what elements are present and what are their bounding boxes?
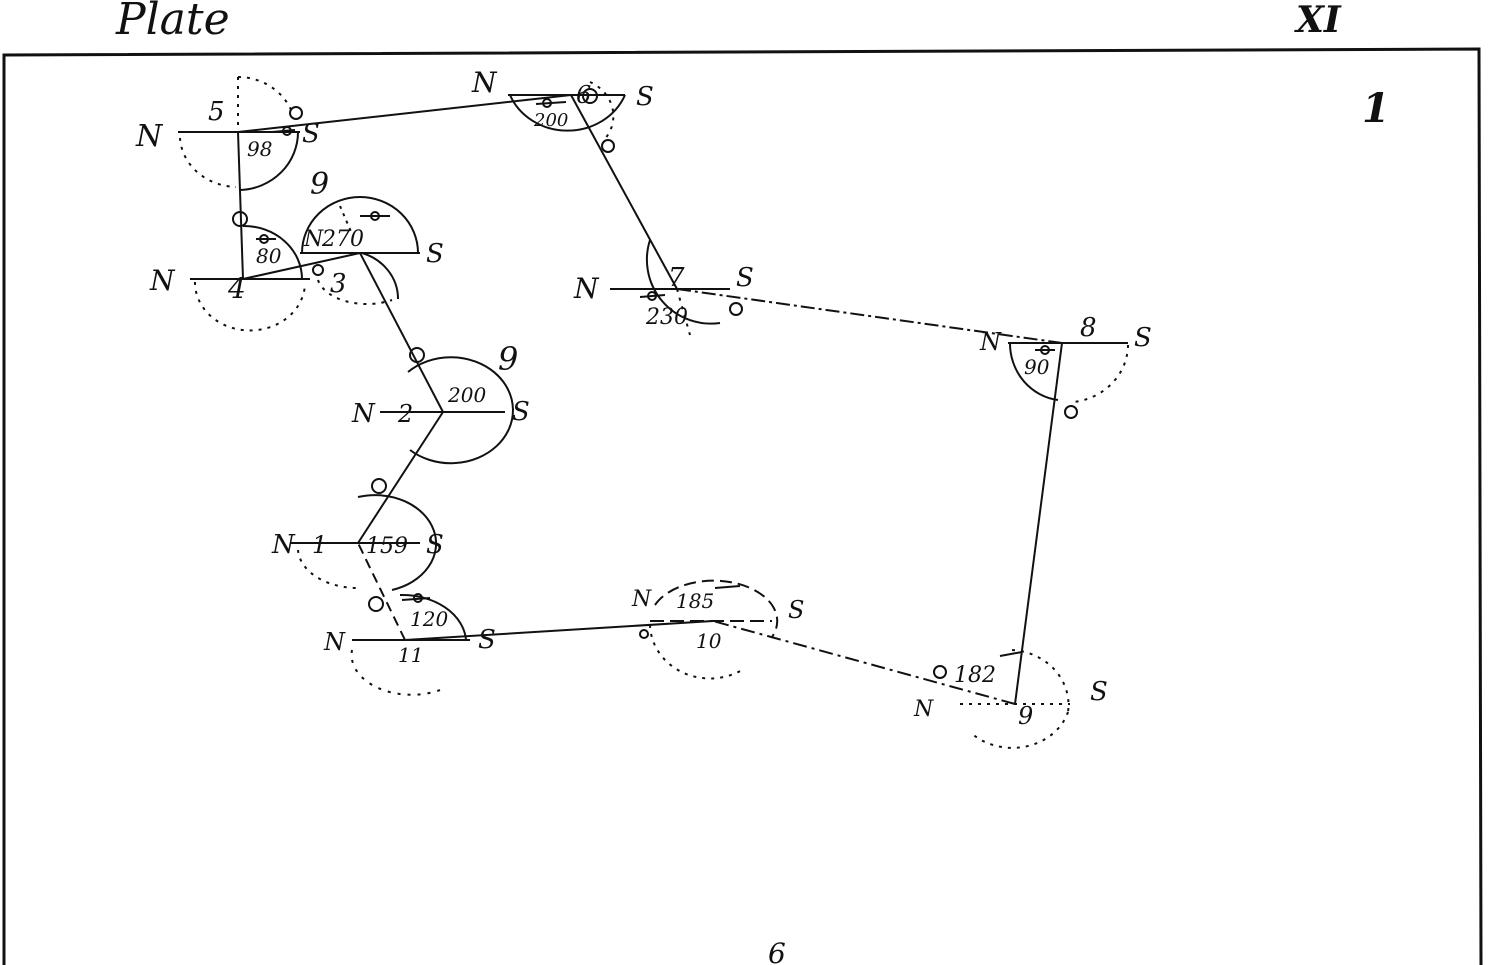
leg-4-5 bbox=[237, 131, 244, 280]
station-9 bbox=[933, 649, 1070, 749]
station-2-angle: 200 bbox=[447, 383, 486, 407]
leg-5-6 bbox=[237, 94, 572, 133]
station-11-angle: 120 bbox=[410, 607, 448, 631]
station-9-north: N bbox=[913, 697, 934, 722]
station-5-south: S bbox=[302, 119, 320, 149]
station-5-label: 5 bbox=[208, 97, 225, 127]
station-11-label: 11 bbox=[398, 643, 423, 667]
station-6 bbox=[508, 81, 626, 153]
plate-number: XI bbox=[1294, 0, 1342, 41]
station-8 bbox=[1008, 342, 1129, 419]
station-2 bbox=[380, 347, 514, 465]
station-2-mark: 9 bbox=[498, 340, 518, 378]
leg-1-2 bbox=[357, 411, 444, 544]
leg-9-10 bbox=[712, 620, 1016, 705]
figure-number: 1 bbox=[1362, 85, 1390, 132]
leg-10-11 bbox=[404, 620, 714, 641]
leg-3-4 bbox=[242, 252, 361, 280]
station-1-north: N bbox=[271, 530, 296, 560]
station-10 bbox=[639, 579, 779, 680]
station-5-angle: 98 bbox=[247, 137, 272, 161]
leg-2-3 bbox=[359, 252, 444, 413]
station-8-south: S bbox=[1134, 323, 1152, 353]
station-2-label: 2 bbox=[397, 400, 413, 428]
station-9-south: S bbox=[1090, 677, 1108, 707]
station-10-angle: 185 bbox=[676, 589, 714, 613]
station-10-label: 10 bbox=[696, 629, 722, 653]
station-1-angle: 159 bbox=[366, 534, 408, 559]
station-4-angle: 80 bbox=[256, 244, 282, 268]
station-8-angle: 90 bbox=[1024, 355, 1050, 379]
station-5-north: N bbox=[135, 119, 164, 154]
station-4 bbox=[190, 211, 310, 332]
station-4-north: N bbox=[149, 264, 176, 297]
station-3-mark: 9 bbox=[310, 167, 329, 202]
station-7-angle: 230 bbox=[645, 305, 688, 330]
station-6-label: 6 bbox=[576, 81, 591, 109]
bottom-mark: 6 bbox=[768, 937, 786, 965]
station-3-south: S bbox=[426, 239, 444, 269]
station-11-south: S bbox=[478, 625, 496, 655]
plate-label: Plate bbox=[115, 0, 230, 45]
station-10-south: S bbox=[788, 596, 804, 624]
station-7 bbox=[610, 239, 743, 336]
station-9-label: 9 bbox=[1018, 702, 1033, 730]
station-2-north: N bbox=[351, 399, 376, 429]
station-3-north: N bbox=[303, 227, 324, 252]
station-10-north: N bbox=[631, 587, 652, 612]
station-7-south: S bbox=[736, 263, 754, 293]
station-9-angle: 182 bbox=[954, 663, 996, 688]
leg-11-1 bbox=[357, 542, 406, 641]
plate-frame bbox=[2, 47, 1483, 965]
station-3 bbox=[300, 196, 420, 306]
station-4-label: 4 bbox=[227, 272, 246, 305]
station-2-south: S bbox=[512, 397, 530, 427]
station-7-label: 7 bbox=[668, 263, 685, 293]
station-11-north: N bbox=[323, 628, 346, 656]
leg-6-7 bbox=[570, 94, 678, 290]
leg-8-9 bbox=[1014, 342, 1063, 705]
leg-7-8 bbox=[676, 288, 1063, 344]
station-1-south: S bbox=[426, 530, 444, 560]
station-8-north: N bbox=[979, 328, 1002, 356]
station-5 bbox=[178, 76, 303, 191]
station-1 bbox=[290, 478, 438, 612]
station-7-north: N bbox=[573, 272, 600, 305]
station-3-label: 3 bbox=[330, 269, 347, 299]
station-6-south: S bbox=[636, 82, 654, 112]
station-8-label: 8 bbox=[1080, 313, 1097, 343]
station-1-label: 1 bbox=[312, 531, 327, 559]
station-6-north: N bbox=[471, 66, 498, 99]
station-11 bbox=[350, 593, 470, 696]
station-6-angle: 200 bbox=[533, 110, 568, 131]
station-3-angle: 270 bbox=[321, 227, 364, 252]
